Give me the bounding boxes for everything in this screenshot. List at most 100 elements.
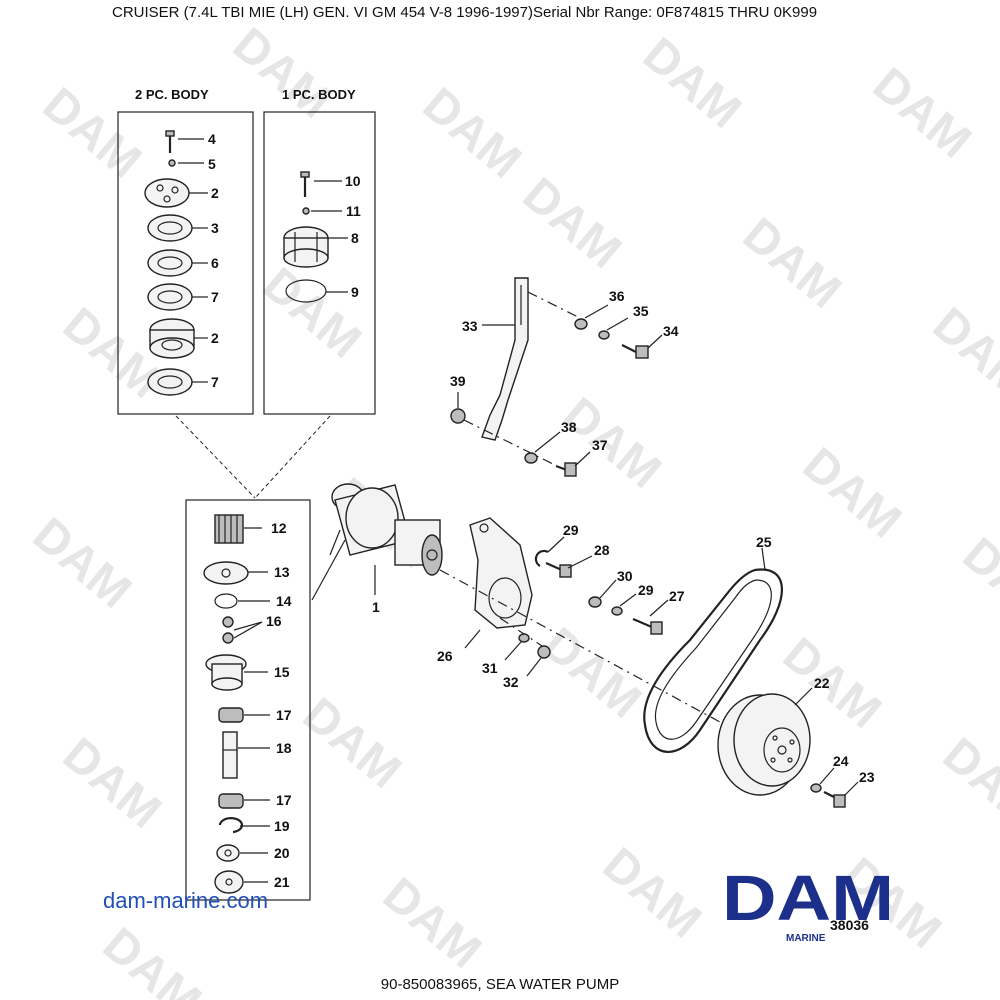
callout-label: 8 bbox=[351, 230, 359, 246]
callout-label: 32 bbox=[503, 674, 519, 690]
snap-ring-part bbox=[218, 817, 244, 834]
callout-label: 2 bbox=[211, 185, 219, 201]
callout-label: 3 bbox=[211, 220, 219, 236]
callout-label: 13 bbox=[274, 564, 290, 580]
callout-label: 34 bbox=[663, 323, 679, 339]
bolt-part bbox=[300, 171, 310, 197]
lockwasher-part bbox=[598, 330, 610, 340]
callout-label: 23 bbox=[859, 769, 875, 785]
washer-part bbox=[574, 318, 588, 330]
gasket-part bbox=[147, 283, 193, 311]
callout-label: 29 bbox=[638, 582, 654, 598]
gasket-part bbox=[147, 368, 193, 396]
washer-part bbox=[524, 452, 538, 464]
callout-label: 26 bbox=[437, 648, 453, 664]
nut-part bbox=[537, 645, 551, 659]
callout-label: 19 bbox=[274, 818, 290, 834]
bolt-part bbox=[165, 130, 175, 153]
inset-1pc-frame bbox=[263, 111, 376, 415]
callout-label: 25 bbox=[756, 534, 772, 550]
callout-label: 11 bbox=[346, 203, 361, 219]
end-cap-part bbox=[214, 870, 244, 894]
callout-label: 14 bbox=[276, 593, 292, 609]
callout-label: 33 bbox=[462, 318, 478, 334]
callout-label: 37 bbox=[592, 437, 608, 453]
callout-label: 18 bbox=[276, 740, 292, 756]
callout-label: 16 bbox=[266, 613, 282, 629]
lockwasher-part bbox=[611, 606, 623, 616]
callout-label: 5 bbox=[208, 156, 216, 172]
bolt-part bbox=[632, 617, 663, 635]
connector-line bbox=[254, 415, 331, 499]
impeller-housing-part bbox=[283, 226, 329, 268]
callout-label: 21 bbox=[274, 874, 290, 890]
callout-label: 39 bbox=[450, 373, 466, 389]
callout-label: 30 bbox=[617, 568, 633, 584]
sea-water-pump-assembly bbox=[329, 483, 443, 576]
callout-label: 12 bbox=[271, 520, 287, 536]
centerline bbox=[499, 617, 546, 649]
lockwasher-part bbox=[534, 549, 549, 567]
shaft-part bbox=[222, 731, 238, 779]
wear-plate-part bbox=[147, 249, 193, 277]
cover-plate-part bbox=[144, 178, 190, 208]
centerline bbox=[527, 291, 581, 319]
callout-label: 6 bbox=[211, 255, 219, 271]
website-link[interactable]: dam-marine.com bbox=[103, 888, 269, 913]
bolt-part bbox=[823, 791, 846, 808]
pump-body-part bbox=[149, 318, 195, 359]
dam-marine-logo: DAM MARINE bbox=[722, 862, 894, 944]
nut-part bbox=[450, 408, 466, 424]
seal-part bbox=[222, 632, 234, 644]
plate-part bbox=[203, 561, 249, 585]
callout-label: 7 bbox=[211, 374, 219, 390]
diagram-caption: 90-850083965, SEA WATER PUMP bbox=[380, 976, 620, 993]
gasket-part bbox=[147, 214, 193, 242]
callout-label: 24 bbox=[833, 753, 849, 769]
callout-label: 28 bbox=[594, 542, 610, 558]
callout-label: 38 bbox=[561, 419, 577, 435]
logo-sub-text: MARINE bbox=[786, 933, 826, 944]
bolt-part bbox=[621, 344, 649, 359]
page-header-title: CRUISER (7.4L TBI MIE (LH) GEN. VI GM 45… bbox=[112, 4, 818, 21]
callout-label: 22 bbox=[814, 675, 830, 691]
inset-1pc-body: 1 PC. BODY 10 11 8 9 bbox=[263, 87, 376, 415]
callout-label: 36 bbox=[609, 288, 625, 304]
callout-label: 7 bbox=[211, 289, 219, 305]
housing-part bbox=[205, 654, 247, 691]
callout-label: 35 bbox=[633, 303, 649, 319]
callout-label: 20 bbox=[274, 845, 290, 861]
inset-internals-frame bbox=[185, 499, 311, 901]
lockwasher-part bbox=[810, 783, 822, 793]
pump-bracket-part bbox=[469, 517, 533, 629]
inset-2pc-frame bbox=[117, 111, 254, 415]
inset-internals: 12 13 14 16 15 17 18 17 19 20 21 bbox=[185, 499, 311, 901]
drawing-number: 38036 bbox=[830, 917, 869, 933]
callout-label: 17 bbox=[276, 707, 292, 723]
callout-label: 10 bbox=[345, 173, 361, 189]
seal-part bbox=[216, 844, 240, 862]
impeller-part bbox=[214, 514, 244, 544]
bearing-part bbox=[218, 793, 244, 809]
pulley-part bbox=[717, 693, 811, 796]
connector-line bbox=[311, 539, 346, 601]
callout-label: 9 bbox=[351, 284, 359, 300]
drive-belt-part bbox=[643, 568, 783, 753]
callout-label: 31 bbox=[482, 660, 498, 676]
o-ring-part bbox=[285, 279, 327, 303]
callout-label: 15 bbox=[274, 664, 290, 680]
inset-1pc-title: 1 PC. BODY bbox=[282, 87, 356, 102]
callout-label: 17 bbox=[276, 792, 292, 808]
inset-2pc-title: 2 PC. BODY bbox=[135, 87, 209, 102]
washer-part bbox=[518, 633, 530, 643]
centerline bbox=[463, 419, 556, 466]
seal-part bbox=[222, 616, 234, 628]
bolt-part bbox=[545, 561, 572, 578]
callout-label: 1 bbox=[372, 599, 380, 615]
bearing-part bbox=[218, 707, 244, 723]
o-ring-part bbox=[214, 593, 238, 609]
bolt-part bbox=[555, 462, 577, 477]
connector-line bbox=[175, 415, 256, 499]
callout-label: 2 bbox=[211, 330, 219, 346]
